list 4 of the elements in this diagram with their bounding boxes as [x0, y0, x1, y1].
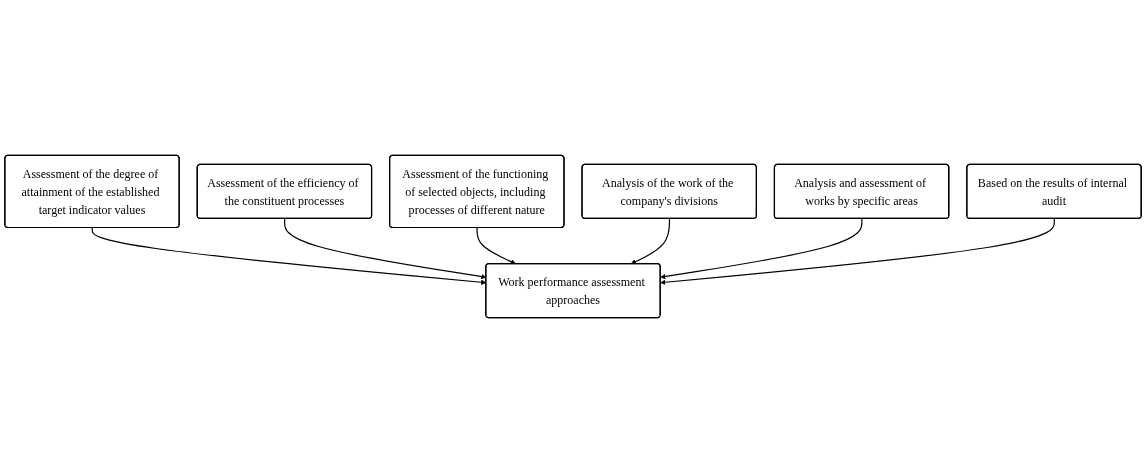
arrow	[476, 227, 516, 265]
arrow	[660, 218, 1055, 285]
arrow	[630, 218, 671, 265]
arrow	[660, 218, 863, 280]
